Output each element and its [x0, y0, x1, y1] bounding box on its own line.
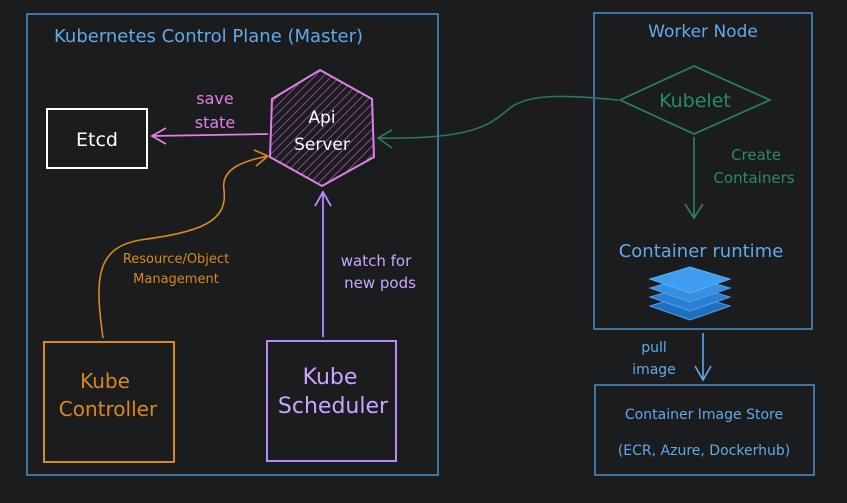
api-server-label-line1: Api [308, 108, 335, 128]
create-containers-arrow [684, 137, 704, 220]
resource-management-arrow [98, 149, 270, 339]
worker-node-frame [593, 12, 813, 330]
etcd-label: Etcd [76, 129, 118, 151]
api-server-hexagon [268, 68, 376, 188]
pull-image-label-line1: pull [641, 340, 667, 356]
kube-controller-label-line1: Kube [80, 369, 130, 393]
worker-node-title: Worker Node [648, 22, 758, 42]
watch-pods-arrow [314, 190, 332, 337]
image-store-label-line2: (ECR, Azure, Dockerhub) [618, 443, 790, 459]
container-image-store-box[interactable] [594, 384, 815, 476]
kubelet[interactable]: Kubelet [617, 65, 773, 135]
save-state-arrow [150, 127, 269, 145]
container-runtime-stack-icon [648, 266, 732, 321]
control-plane-frame [26, 13, 439, 476]
kube-controller-box[interactable] [43, 341, 175, 463]
api-server-label-line2: Server [294, 135, 350, 155]
kubelet-to-api-arrow [376, 95, 619, 149]
control-plane-title: Kubernetes Control Plane (Master) [54, 26, 363, 47]
kube-controller-label-line2: Controller [59, 397, 158, 421]
create-containers-label-line1: Create [731, 146, 781, 164]
kube-scheduler-box[interactable] [266, 340, 397, 462]
kubelet-diamond [617, 65, 773, 135]
create-containers-label-line2: Containers [713, 169, 794, 187]
container-runtime-label: Container runtime [619, 241, 784, 262]
watch-pods-label-line1: watch for [341, 252, 412, 270]
save-state-label-line2: state [195, 113, 236, 132]
resource-management-label-line1: Resource/Object [123, 252, 229, 267]
pull-image-label-line2: image [632, 362, 676, 378]
watch-pods-label-line2: new pods [344, 274, 416, 292]
api-server[interactable]: Api Server [268, 68, 376, 188]
save-state-label-line1: save [196, 89, 233, 108]
kube-scheduler-label-line2: Scheduler [278, 394, 389, 419]
etcd-box[interactable] [46, 108, 148, 169]
kubelet-label: Kubelet [659, 90, 731, 112]
resource-management-label-line2: Management [133, 272, 219, 287]
image-store-label-line1: Container Image Store [625, 407, 783, 423]
pull-image-arrow [694, 333, 712, 382]
kube-scheduler-label-line1: Kube [303, 365, 358, 390]
